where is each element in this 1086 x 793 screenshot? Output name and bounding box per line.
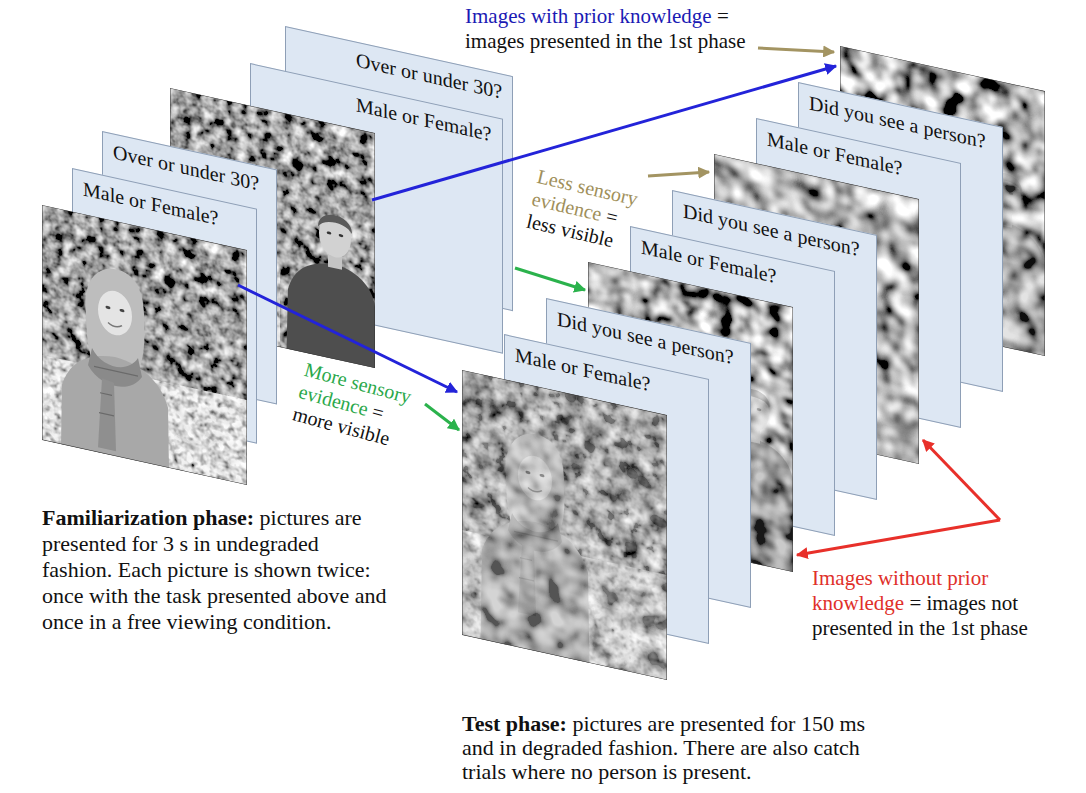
foliage-texture [462,370,667,680]
text-group: Familiarization phase:pictures are prese… [42,505,387,635]
text-group: Less sensory evidence= less visible [524,165,649,257]
annotation-text: Images with prior knowledge [465,4,712,28]
woman-photo [42,205,247,485]
green-arrow [515,268,585,290]
caption-text: Test phase: [462,711,567,736]
olive-arrow [758,48,834,52]
person-figure [285,204,375,368]
olive-arrow [648,172,709,176]
degraded-image [462,370,667,680]
red-arrow [923,440,1000,520]
photo-frame [42,205,247,485]
photo-frame [462,370,667,680]
text-group: More sensory evidence= more visible [290,358,422,455]
noise-texture [462,370,667,680]
text-group: Test phase:pictures are presented for 15… [462,712,882,784]
green-arrow [425,404,459,430]
text-group: Images with prior knowledge= images pres… [465,4,785,54]
caption-text: Familiarization phase: [42,505,254,530]
person-figure [60,257,170,485]
text-group: Images without prior knowledge= images n… [812,566,1037,641]
